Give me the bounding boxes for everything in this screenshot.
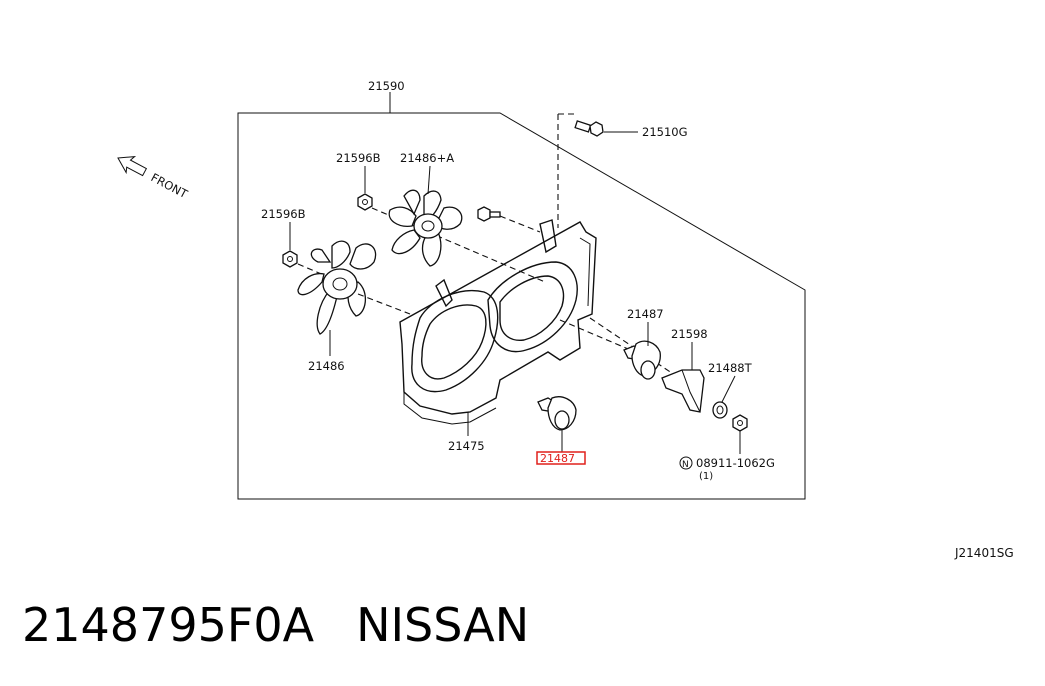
motor-highlight-icon [537, 396, 577, 431]
part-number: 2148795F0A [22, 598, 315, 652]
drawing-code: J21401SG [954, 546, 1014, 560]
assembly-frame [237, 112, 806, 500]
ring-leader [721, 375, 736, 403]
fan-upper-leader [427, 165, 431, 195]
label-motor-right: 21487 [627, 307, 664, 321]
nut-part-icon [732, 414, 748, 432]
nut-upper-icon [357, 193, 373, 211]
label-bracket: 21598 [671, 327, 708, 341]
bolt-icon [574, 120, 604, 137]
fan-left-icon [297, 240, 377, 335]
screw-icon [477, 206, 501, 222]
screw-dash [499, 215, 541, 233]
label-nut-qty: (1) [699, 471, 713, 482]
label-nut-part: 08911-1062G [696, 456, 775, 470]
label-assembly: 21590 [368, 79, 405, 93]
fan-upper-icon [388, 189, 463, 267]
bracket-icon [661, 369, 705, 413]
brand-name: NISSAN [356, 598, 530, 652]
label-fan-upper: 21486+A [400, 151, 454, 165]
label-ring: 21488T [708, 361, 753, 375]
label-nut-upper: 21596B [336, 151, 381, 165]
motor-right-icon [623, 340, 661, 380]
label-shroud: 21475 [448, 439, 485, 453]
nut-circle-letter: N [682, 460, 689, 470]
nut-circle-icon [679, 456, 693, 470]
motor-highlight-box [536, 451, 586, 465]
nut-left-icon [282, 250, 298, 268]
fan-shroud-icon [399, 219, 597, 425]
front-arrow-icon [117, 155, 148, 177]
ring-icon [712, 401, 728, 419]
label-bolt: 21510G [642, 125, 688, 139]
label-motor-highlight: 21487 [540, 452, 575, 465]
footer-title: 2148795F0A NISSAN [22, 598, 529, 652]
label-front: FRONT [149, 170, 191, 201]
label-fan-left: 21486 [308, 359, 345, 373]
label-nut-left: 21596B [261, 207, 306, 221]
